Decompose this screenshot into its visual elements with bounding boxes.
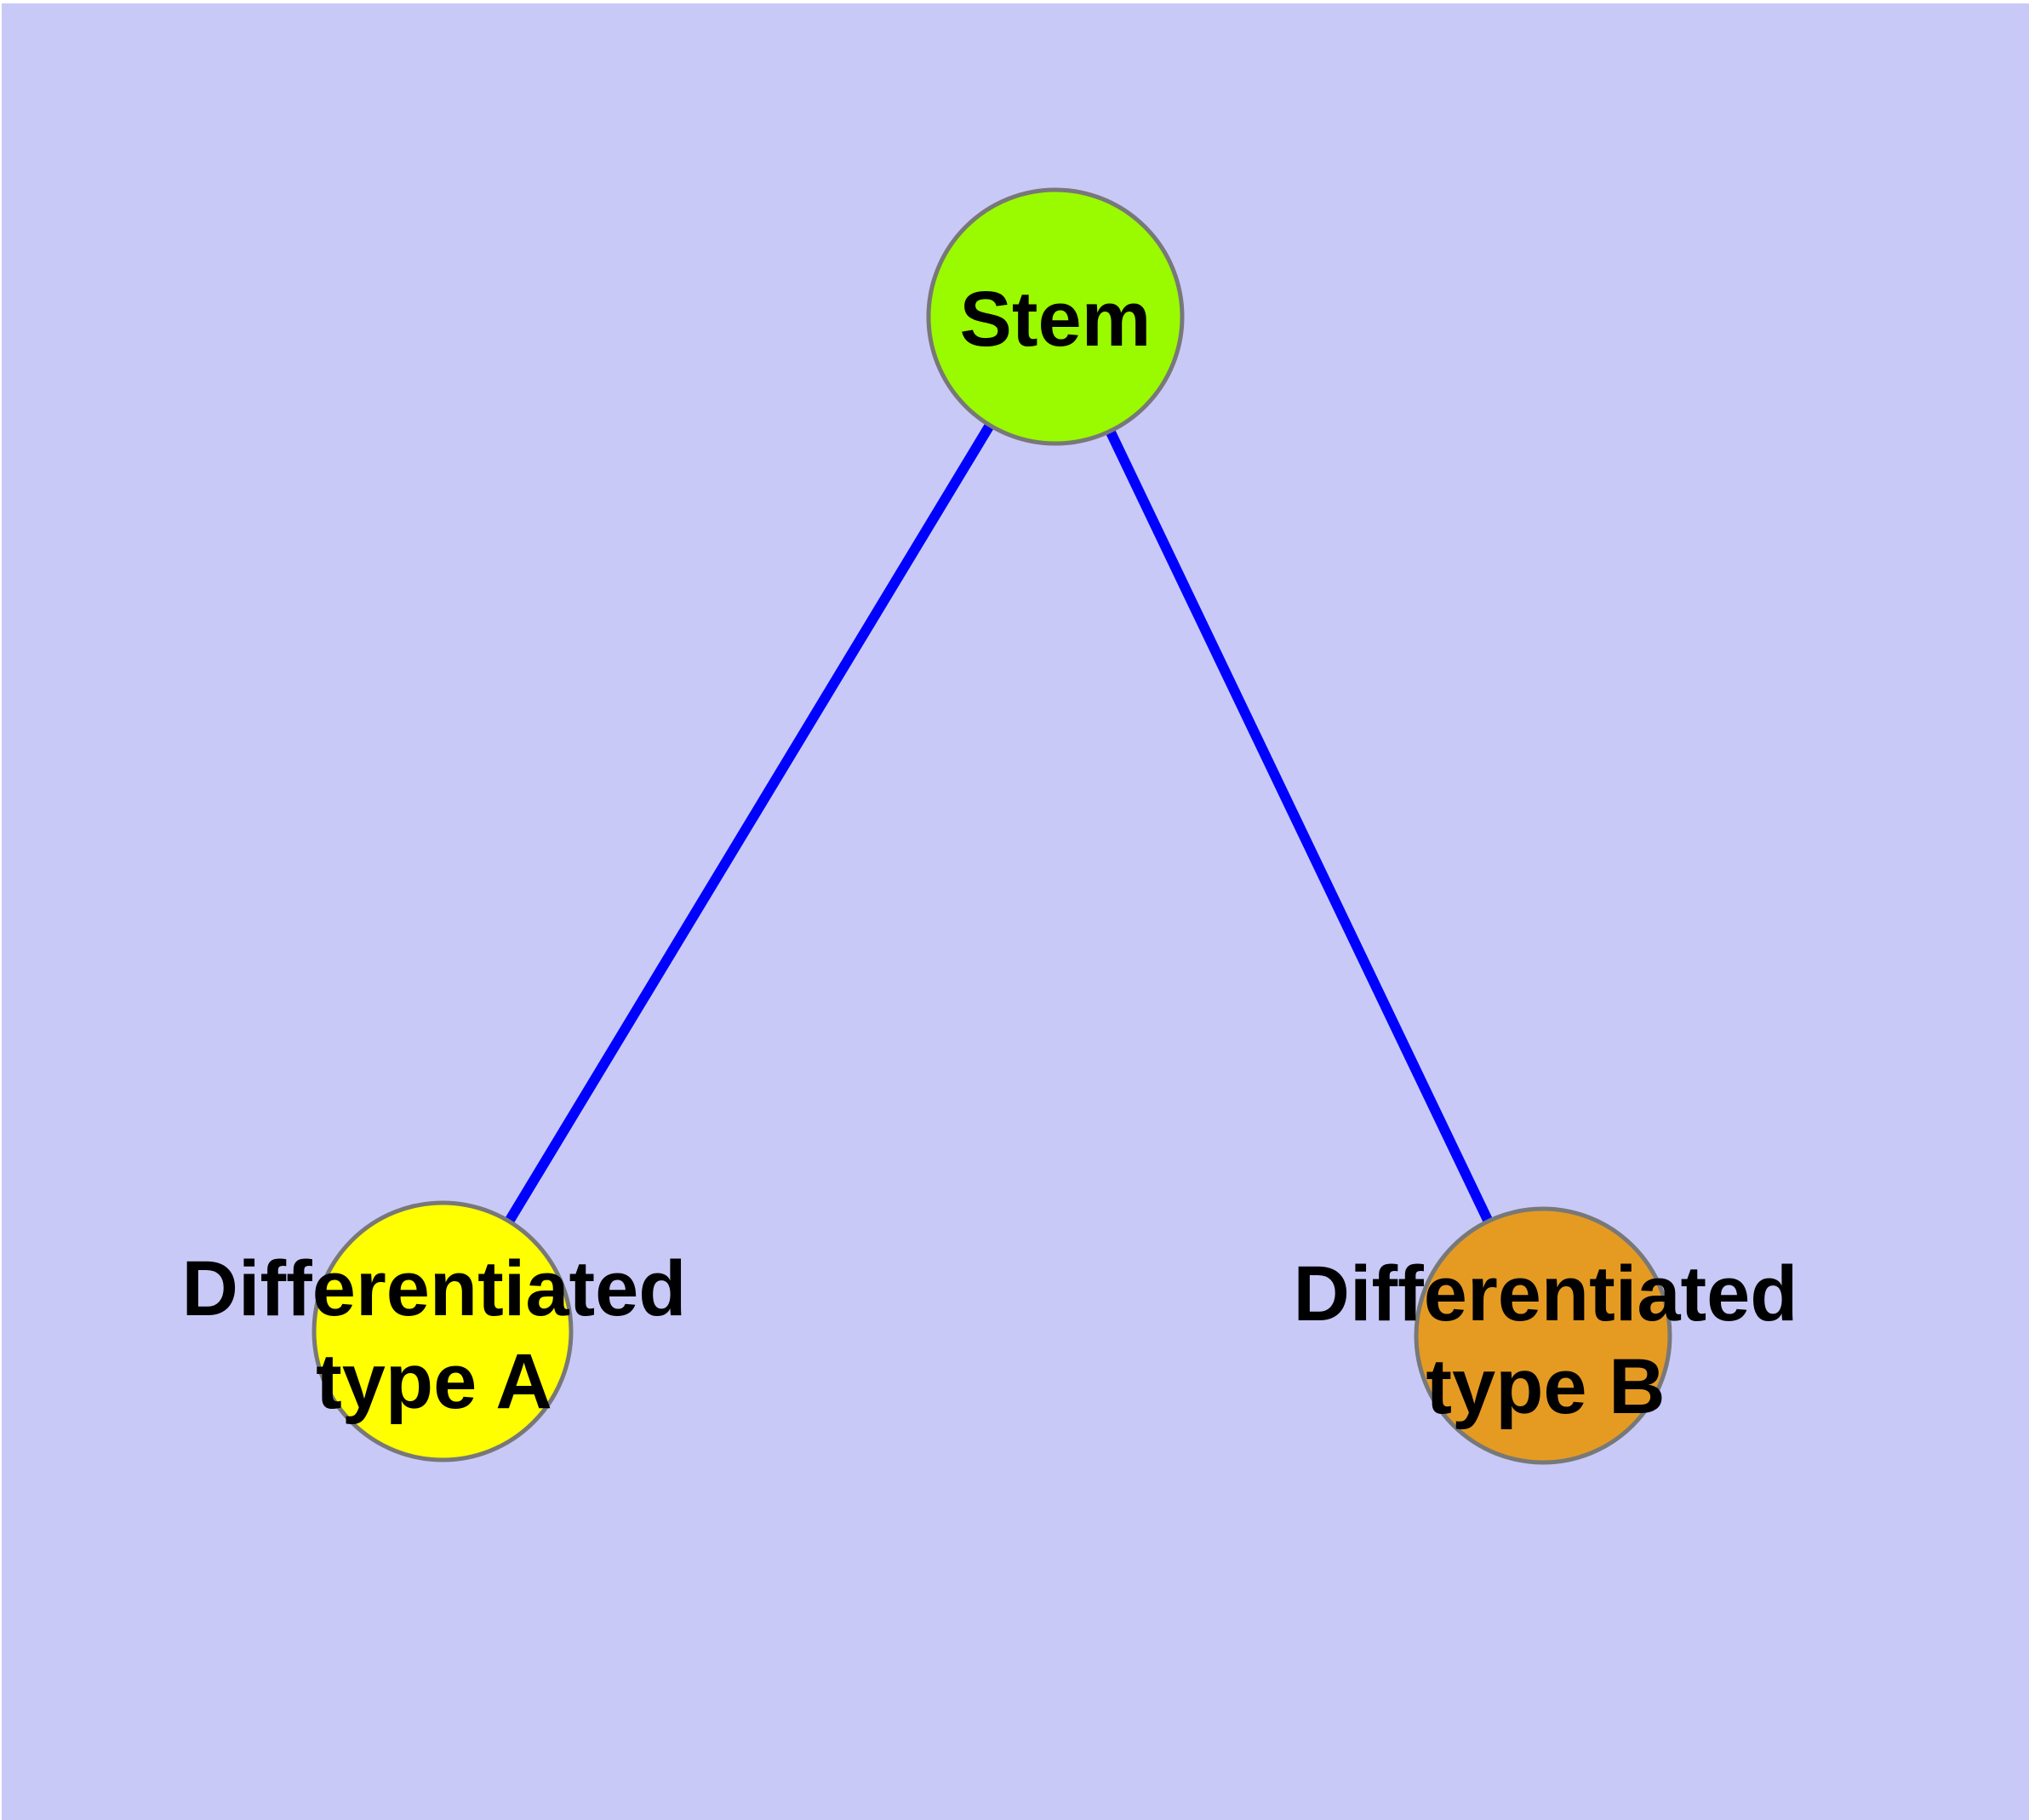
node-stem-circle xyxy=(926,187,1185,446)
node-type-a-label-line1: Differentiated xyxy=(182,1245,687,1332)
node-type-a-label-line2: type A xyxy=(316,1338,552,1425)
node-type-b-label-line1: Differentiated xyxy=(1294,1251,1798,1337)
node-stem-label: Stem xyxy=(960,276,1152,363)
node-type-b-circle xyxy=(1414,1206,1672,1465)
edge-stem-to-type-b xyxy=(1050,314,1548,1338)
edge-stem-to-type-a xyxy=(437,313,1060,1335)
node-type-b-label-line2: type B xyxy=(1426,1343,1665,1430)
node-type-a-circle xyxy=(311,1200,574,1462)
